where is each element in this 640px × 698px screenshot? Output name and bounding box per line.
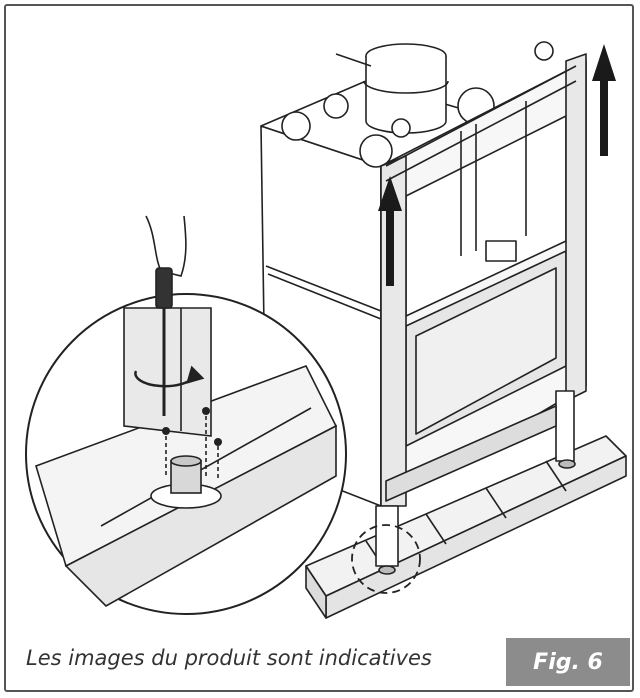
up-arrow-icon [592,44,616,156]
figure-label-background [506,638,630,686]
rotate-arrow-icon [134,365,205,388]
detail-marker [351,524,421,594]
caption-text: Les images du produit sont indicatives [26,646,432,670]
hand-screwdriver-icon [145,215,187,416]
up-arrow-icon [378,176,402,286]
legs [375,390,576,575]
chimney-collar [335,43,449,134]
figure-label: Fig. 6 [533,649,603,675]
magnified-inset [25,293,347,615]
front-frame [380,60,587,507]
assembly-illustration [25,41,627,619]
